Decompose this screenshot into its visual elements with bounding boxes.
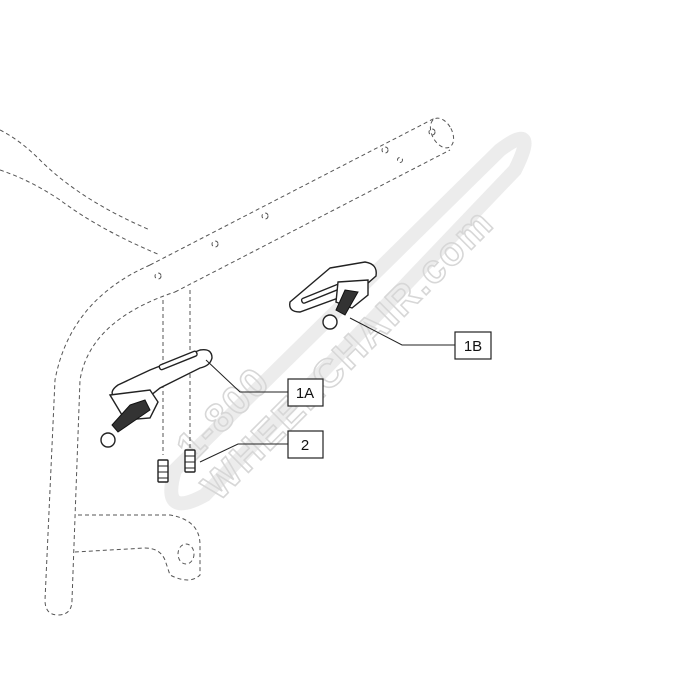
watermark-ring [164,131,532,511]
callout-2-label: 2 [301,437,309,454]
callout-1b-label: 1B [464,338,482,355]
part-1b-brake [289,261,377,330]
part-1a-brake [100,348,213,448]
callout-1b: 1B [349,317,492,360]
wheelchair-frame [0,117,455,616]
callout-1b-leader [349,317,455,346]
part-2-bolts [157,449,196,483]
callout-2: 2 [199,430,324,463]
callout-1a: 1A [205,359,324,407]
watermark: 1-800 WHEELCHAIR.com [164,131,532,511]
callout-1a-label: 1A [296,385,314,402]
callout-1a-leader [205,359,288,393]
callout-2-leader [199,443,288,463]
